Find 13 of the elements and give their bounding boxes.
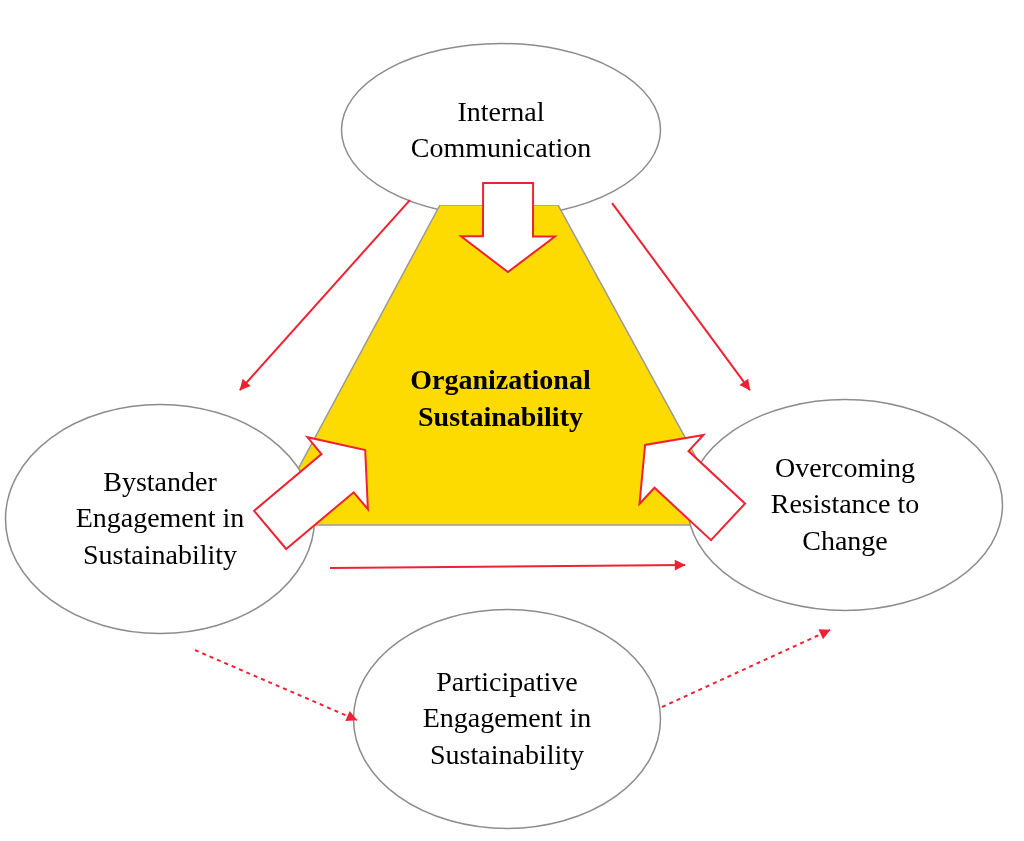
node-label: Organizational Sustainability xyxy=(410,363,591,432)
dotted-arrow xyxy=(193,649,358,722)
arrow xyxy=(238,199,411,391)
node-label: Internal Communication xyxy=(410,95,592,163)
arrow xyxy=(611,202,751,392)
arrow xyxy=(329,559,687,571)
block-arrow xyxy=(252,435,370,551)
block-arrow xyxy=(638,433,747,542)
dotted-arrow xyxy=(661,629,832,708)
node-label: Bystander Engagement in Sustainability xyxy=(75,466,245,571)
node-label: Overcoming Resistance to Change xyxy=(770,452,920,557)
block-arrow xyxy=(458,181,558,274)
node-label: Participative Engagement in Sustainability xyxy=(422,666,592,771)
